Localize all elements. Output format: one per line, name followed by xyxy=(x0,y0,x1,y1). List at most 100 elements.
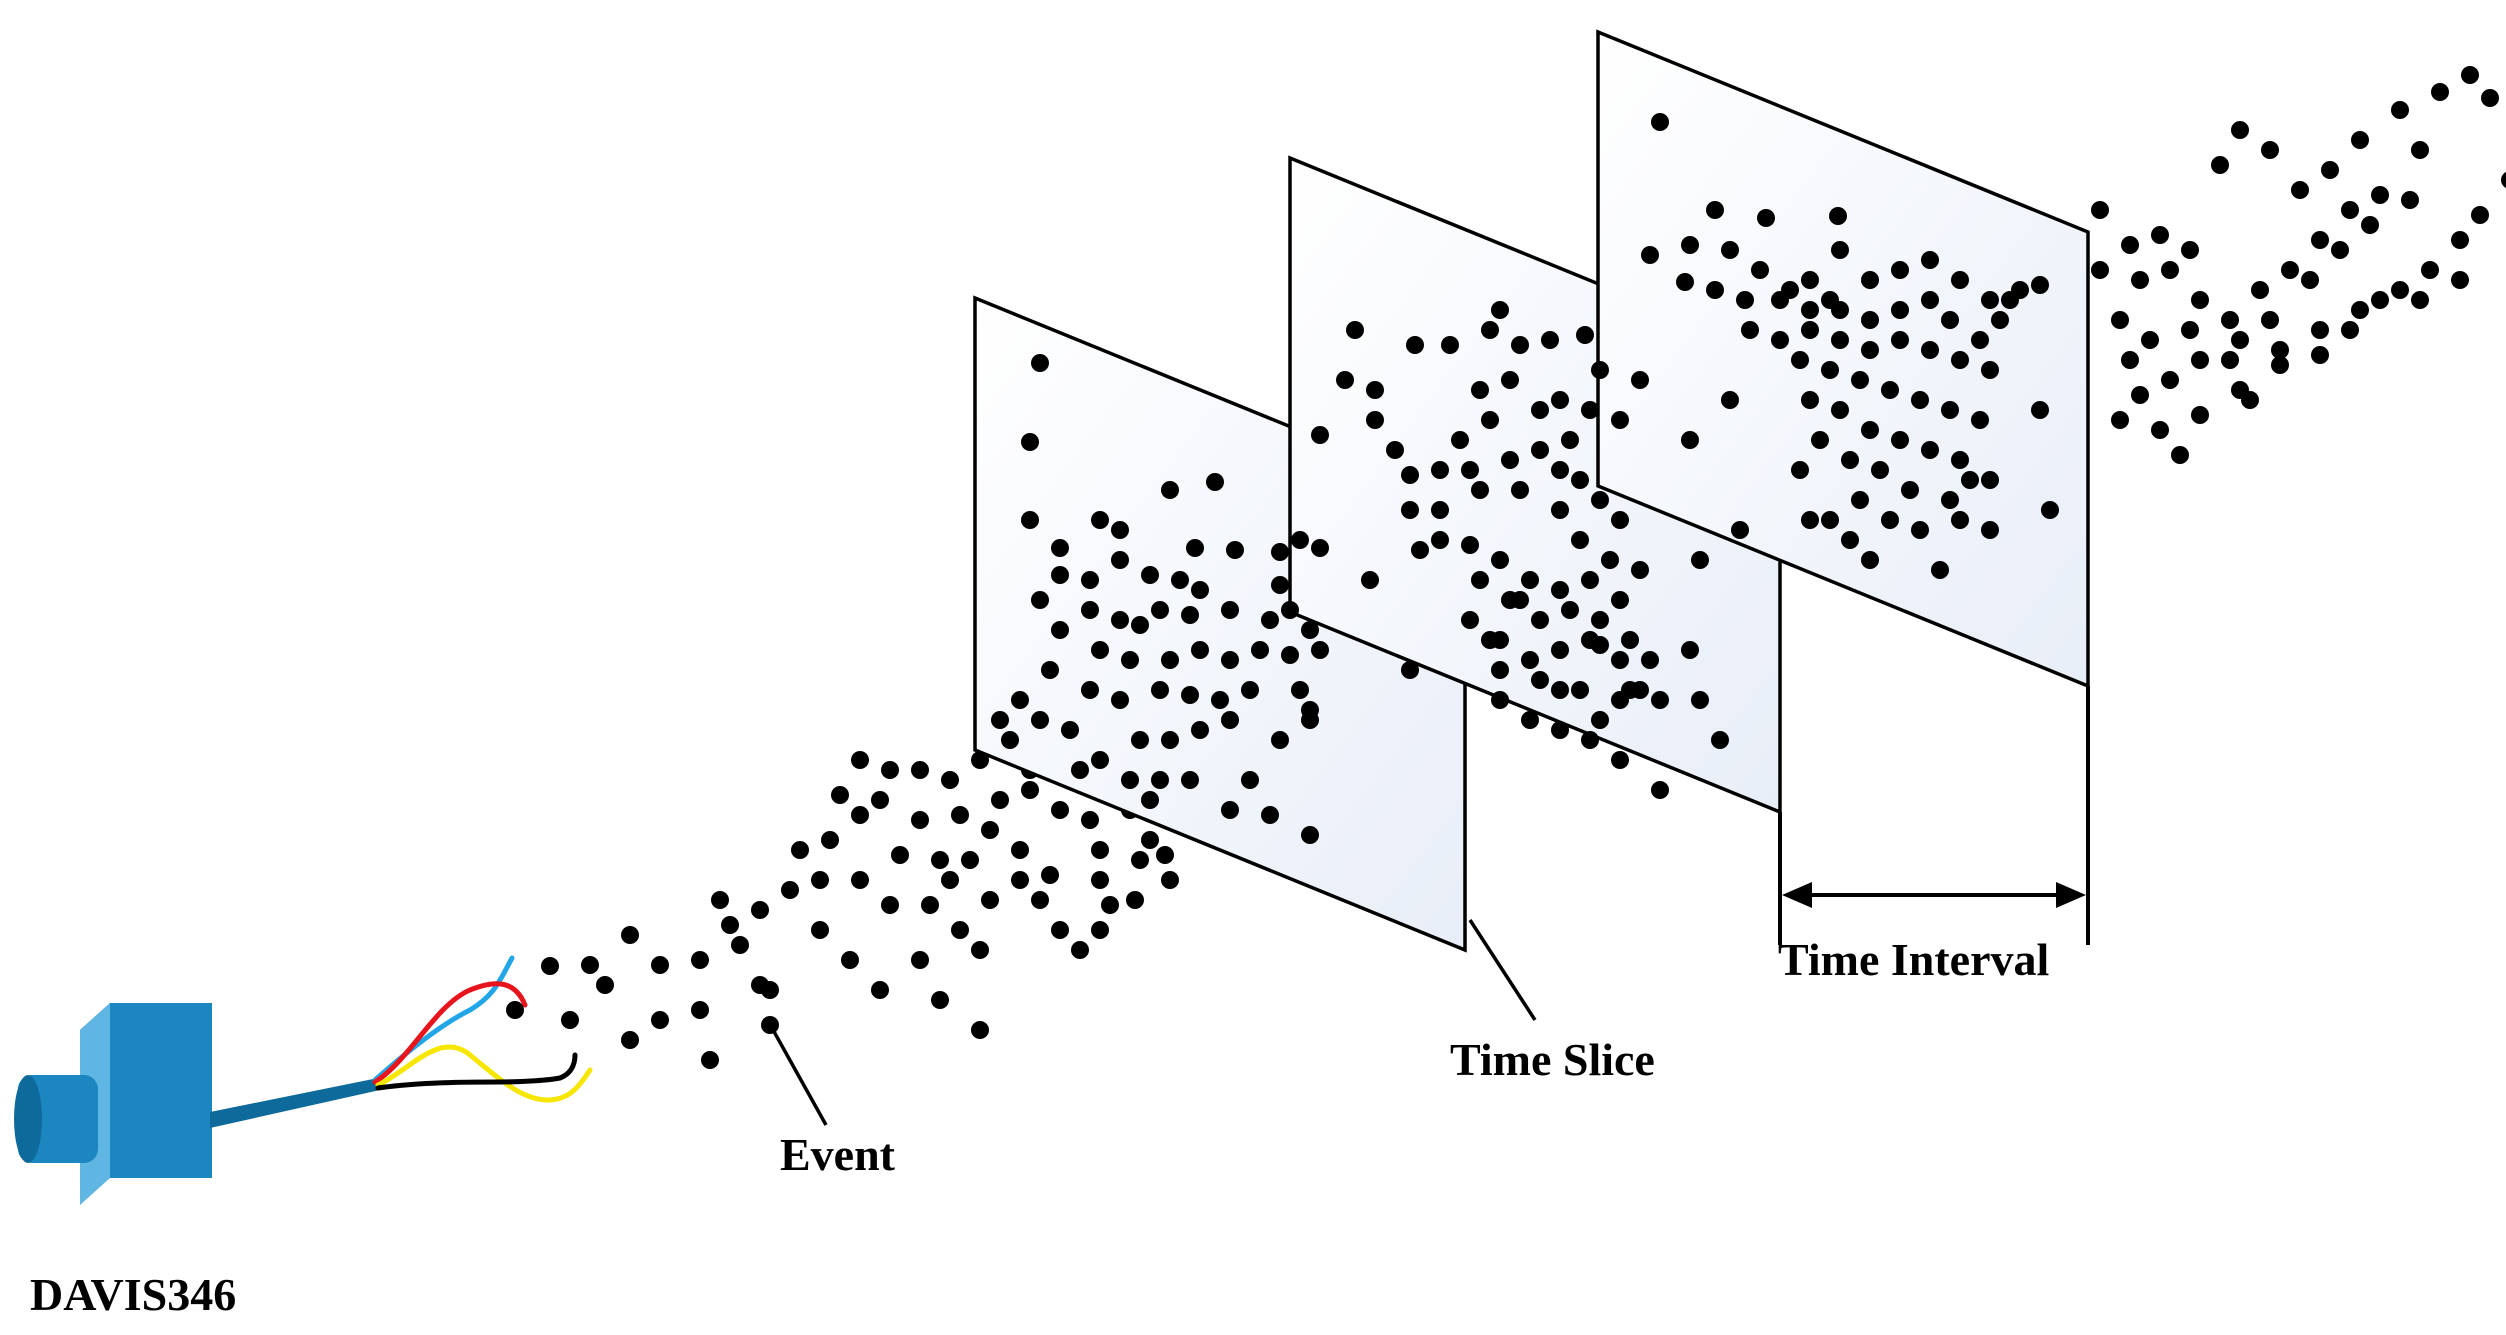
event-dot xyxy=(2341,321,2359,339)
event-dot xyxy=(1471,481,1489,499)
event-dot xyxy=(1031,591,1049,609)
event-dot xyxy=(2091,261,2109,279)
event-dot xyxy=(1921,441,1939,459)
event-dot xyxy=(1151,601,1169,619)
event-dot xyxy=(1611,411,1629,429)
event-dot xyxy=(1171,571,1189,589)
event-dot xyxy=(1591,711,1609,729)
event-dot xyxy=(651,956,669,974)
event-dot xyxy=(1721,241,1739,259)
event-dot xyxy=(1091,841,1109,859)
event-dot xyxy=(1481,631,1499,649)
event-dot xyxy=(1441,336,1459,354)
event-dot xyxy=(1241,771,1259,789)
event-dot xyxy=(1971,331,1989,349)
event-dot xyxy=(1491,661,1509,679)
event-dot xyxy=(1951,451,1969,469)
event-dot xyxy=(1491,691,1509,709)
event-dot xyxy=(1206,473,1224,491)
event-dot xyxy=(1191,721,1209,739)
event-dot xyxy=(1551,681,1569,699)
event-dot xyxy=(1741,321,1759,339)
event-dot xyxy=(1451,431,1469,449)
event-dot xyxy=(1011,841,1029,859)
event-dot xyxy=(2311,231,2329,249)
event-dot xyxy=(1111,611,1129,629)
event-dot xyxy=(1601,551,1619,569)
event-dot xyxy=(2371,186,2389,204)
event-dot xyxy=(1401,501,1419,519)
event-dot xyxy=(1011,691,1029,709)
event-dot xyxy=(911,951,929,969)
event-dot xyxy=(1621,631,1639,649)
event-dot xyxy=(1561,601,1579,619)
event-dot xyxy=(1081,811,1099,829)
event-dot xyxy=(1731,521,1749,539)
event-dot xyxy=(2351,301,2369,319)
event-dot xyxy=(1791,351,1809,369)
event-dot xyxy=(1691,691,1709,709)
event-dot xyxy=(971,1021,989,1039)
event-dot xyxy=(1271,543,1289,561)
event-dot xyxy=(1581,571,1599,589)
event-dot xyxy=(1921,291,1939,309)
event-dot xyxy=(1211,691,1229,709)
event-dot xyxy=(2111,411,2129,429)
event-dot xyxy=(1736,291,1754,309)
event-dot xyxy=(1481,411,1499,429)
event-dot xyxy=(2271,356,2289,374)
event-dot xyxy=(1081,681,1099,699)
event-dot xyxy=(561,1011,579,1029)
event-dot xyxy=(1941,311,1959,329)
event-dot xyxy=(1311,426,1329,444)
event-dot xyxy=(2361,216,2379,234)
event-dot xyxy=(1501,371,1519,389)
event-dot xyxy=(1051,566,1069,584)
event-dot xyxy=(1061,721,1079,739)
event-dot xyxy=(1301,711,1319,729)
event-dot xyxy=(1831,301,1849,319)
event-dot xyxy=(1576,326,1594,344)
event-dot xyxy=(1621,681,1639,699)
event-dot xyxy=(1801,301,1819,319)
event-dot xyxy=(541,957,559,975)
event-dot xyxy=(2261,311,2279,329)
event-dot xyxy=(851,871,869,889)
event-dot xyxy=(1011,871,1029,889)
event-dot xyxy=(1041,866,1059,884)
event-dot xyxy=(2261,141,2279,159)
event-dot xyxy=(1981,471,1999,489)
event-dot xyxy=(2211,156,2229,174)
event-dot xyxy=(1531,441,1549,459)
event-dot xyxy=(2031,401,2049,419)
event-dot xyxy=(1411,541,1429,559)
event-dot xyxy=(931,851,949,869)
event-dot xyxy=(2401,191,2419,209)
event-dot xyxy=(2421,261,2439,279)
event-dot xyxy=(791,841,809,859)
event-dot xyxy=(1861,551,1879,569)
event-dot xyxy=(2291,181,2309,199)
event-dot xyxy=(1681,236,1699,254)
event-dot xyxy=(1291,531,1309,549)
event-dot xyxy=(1891,301,1909,319)
event-dot xyxy=(1871,461,1889,479)
event-dot xyxy=(2251,281,2269,299)
event-dot xyxy=(961,851,979,869)
event-dot xyxy=(1511,591,1529,609)
event-dot xyxy=(1706,281,1724,299)
event-dot xyxy=(951,806,969,824)
event-dot xyxy=(1911,521,1929,539)
event-dot xyxy=(2351,131,2369,149)
event-dot xyxy=(1471,571,1489,589)
event-dot xyxy=(621,926,639,944)
event-dot xyxy=(1141,566,1159,584)
event-dot xyxy=(1921,341,1939,359)
event-dot xyxy=(1841,451,1859,469)
event-dot xyxy=(2481,89,2499,107)
event-dot xyxy=(1111,551,1129,569)
event-dot xyxy=(1401,466,1419,484)
event-dot xyxy=(811,921,829,939)
event-dot xyxy=(1511,336,1529,354)
event-dot xyxy=(871,791,889,809)
